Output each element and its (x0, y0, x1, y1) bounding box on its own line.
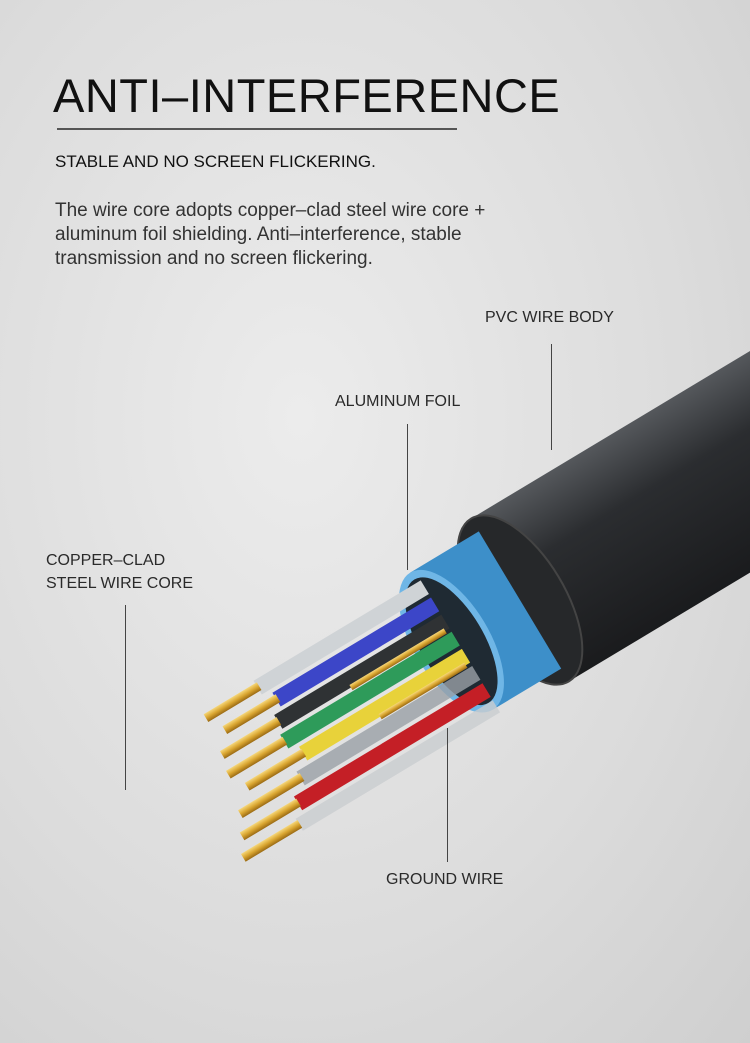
subtitle: STABLE AND NO SCREEN FLICKERING. (55, 152, 376, 171)
callout-core-line1: COPPER–CLAD (46, 552, 166, 569)
title-divider (57, 128, 457, 130)
callout-line-ground (447, 728, 448, 862)
wire-bundle (253, 580, 501, 831)
aluminum-foil (410, 531, 562, 710)
callout-line-foil (407, 424, 408, 570)
pvc-jacket (471, 302, 750, 682)
callout-ground-wire: GROUND WIRE (386, 871, 504, 888)
page-title: ANTI–INTERFERENCE (53, 69, 561, 122)
callout-aluminum-foil: ALUMINUM FOIL (335, 393, 461, 410)
callout-core-line2: STEEL WIRE CORE (46, 575, 193, 592)
callout-pvc-wire-body: PVC WIRE BODY (485, 309, 614, 326)
description: The wire core adopts copper–clad steel w… (55, 200, 486, 269)
copper-tips (203, 628, 468, 862)
callout-line-pvc (551, 344, 552, 450)
callout-line-core (125, 605, 126, 790)
